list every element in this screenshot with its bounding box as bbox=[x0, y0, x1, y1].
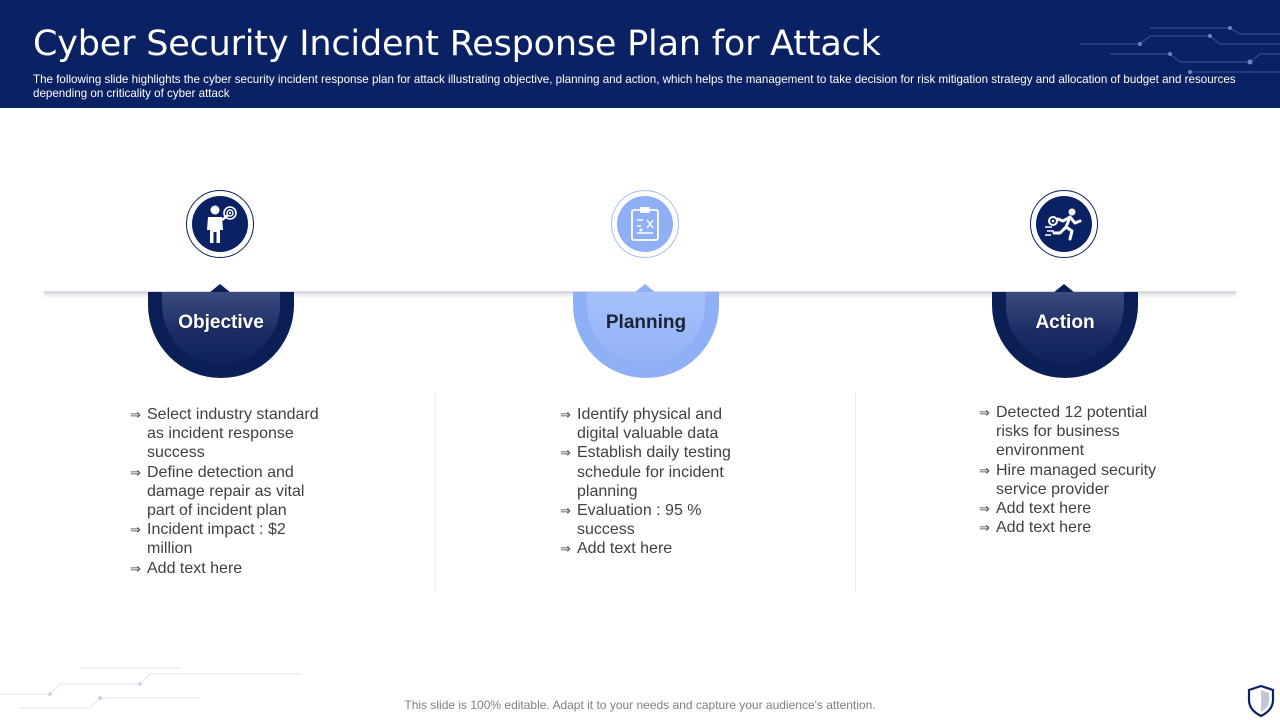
action-icon-ring bbox=[1030, 190, 1098, 258]
list-item: Add text here bbox=[979, 518, 1179, 537]
footer-note: This slide is 100% editable. Adapt it to… bbox=[404, 698, 876, 712]
list-item: Add text here bbox=[560, 539, 760, 558]
list-item: Define detection and damage repair as vi… bbox=[130, 463, 330, 521]
planning-board-icon bbox=[631, 207, 659, 241]
list-item: Select industry standard as incident res… bbox=[130, 405, 330, 463]
objective-icon-ring bbox=[186, 190, 254, 258]
list-item: Incident impact : $2 million bbox=[130, 520, 330, 558]
planning-stage-badge: Planning bbox=[573, 292, 719, 378]
running-person-gear-icon bbox=[1045, 208, 1082, 241]
objective-stage-badge: Objective bbox=[148, 292, 294, 378]
shield-icon bbox=[1247, 684, 1275, 718]
header-banner: Cyber Security Incident Response Plan fo… bbox=[0, 0, 1280, 108]
column-divider bbox=[855, 392, 856, 592]
planning-label: Planning bbox=[605, 312, 687, 333]
action-icon-disc bbox=[1036, 196, 1092, 252]
column-divider bbox=[435, 392, 436, 592]
list-item: Add text here bbox=[979, 499, 1179, 518]
action-label: Action bbox=[1035, 312, 1095, 333]
list-item: Identify physical and digital valuable d… bbox=[560, 405, 760, 443]
planning-icon-ring bbox=[611, 190, 679, 258]
objective-icon-disc bbox=[192, 196, 248, 252]
objective-notch bbox=[209, 284, 231, 293]
planning-notch bbox=[634, 284, 656, 293]
action-stage-badge: Action bbox=[992, 292, 1138, 378]
circuit-decoration-icon bbox=[0, 667, 300, 709]
circuit-decoration-icon bbox=[1080, 26, 1280, 74]
slide-title: Cyber Security Incident Response Plan fo… bbox=[33, 24, 881, 64]
list-item: Evaluation : 95 % success bbox=[560, 501, 760, 539]
planning-icon-disc bbox=[617, 196, 673, 252]
list-item: Detected 12 potential risks for business… bbox=[979, 403, 1179, 461]
objective-bullet-list: Select industry standard as incident res… bbox=[130, 405, 330, 578]
list-item: Hire managed security service provider bbox=[979, 461, 1179, 499]
planning-bullet-list: Identify physical and digital valuable d… bbox=[560, 405, 760, 559]
slide-subtitle: The following slide highlights the cyber… bbox=[33, 73, 1236, 100]
objective-label: Objective bbox=[178, 312, 264, 333]
list-item: Establish daily testing schedule for inc… bbox=[560, 443, 760, 501]
businessman-target-icon bbox=[207, 205, 237, 243]
list-item: Add text here bbox=[130, 559, 330, 578]
action-notch bbox=[1053, 284, 1075, 293]
action-bullet-list: Detected 12 potential risks for business… bbox=[979, 403, 1179, 538]
